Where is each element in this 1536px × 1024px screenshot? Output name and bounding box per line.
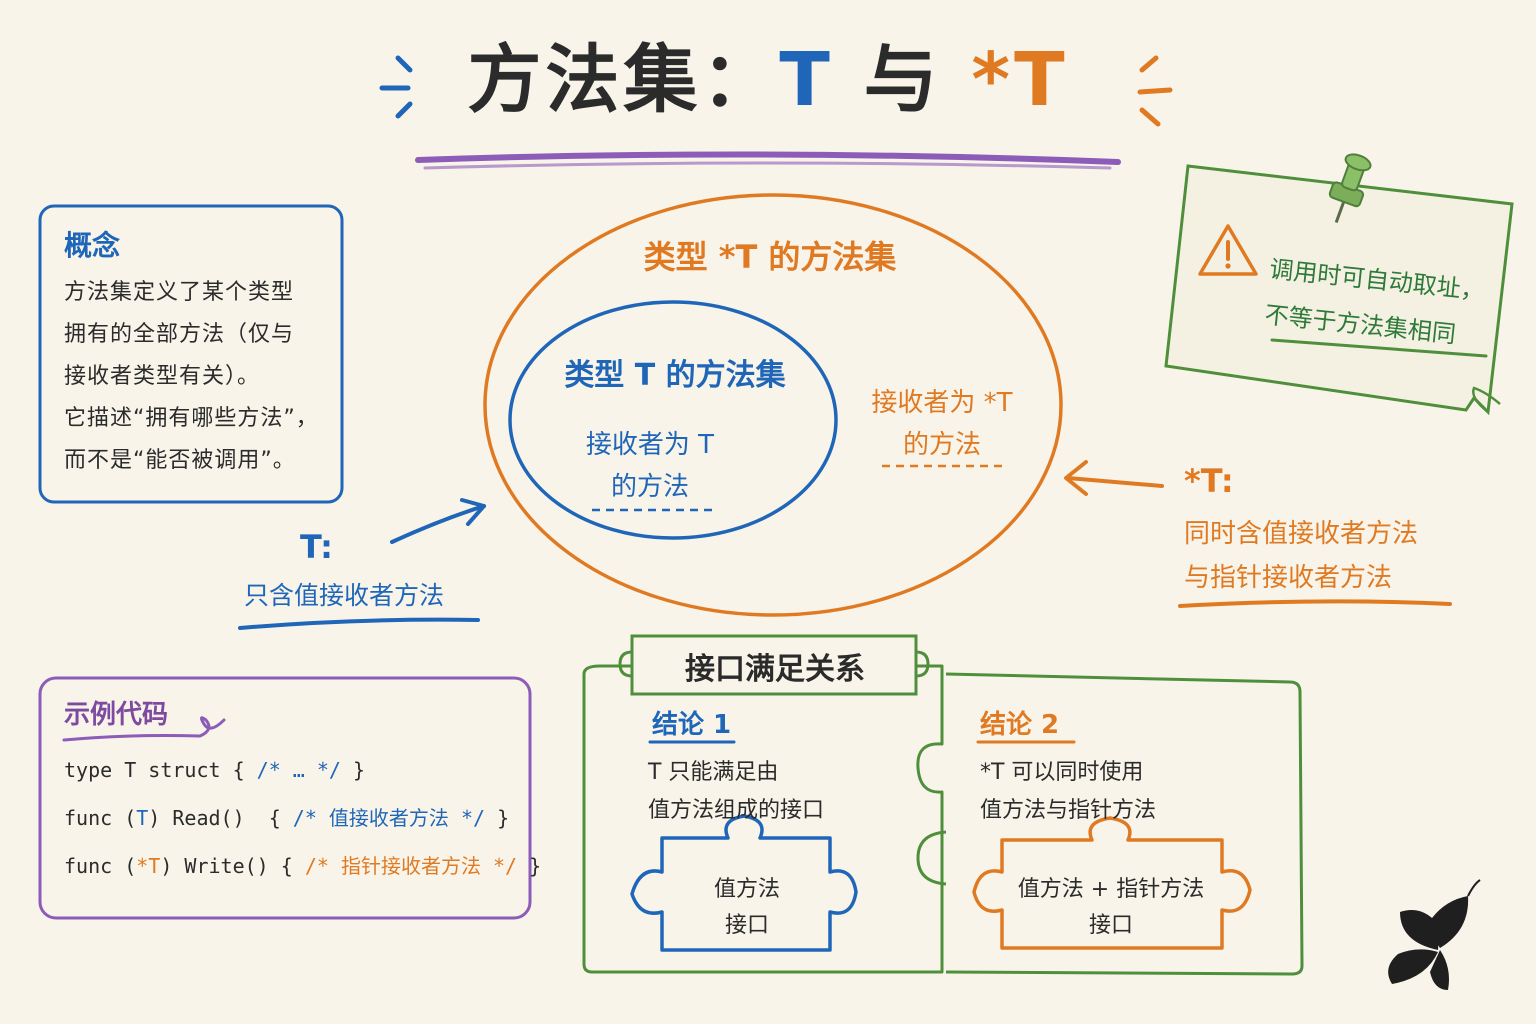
title-main: 方法集： (467, 37, 780, 123)
concept-line: 拥有的全部方法（仅与 (64, 322, 295, 347)
pointer-label-line: 同时含值接收者方法 (1184, 519, 1419, 549)
concept-line: 它描述“拥有哪些方法”， (64, 406, 319, 431)
conclusion-2-heading: 结论 2 (980, 710, 1060, 740)
concept-text: 方法集定义了某个类型 拥有的全部方法（仅与 接收者类型有关）。 它描述“拥有哪些… (64, 272, 334, 482)
concept-card-frame (38, 204, 344, 504)
code-token: func ( (64, 806, 137, 830)
concept-line: 而不是“能否被调用”。 (64, 448, 296, 473)
code-token: func ( (64, 854, 137, 878)
concept-card: 概念 方法集定义了某个类型 拥有的全部方法（仅与 接收者类型有关）。 它描述“拥… (64, 224, 334, 482)
code-token: /* … */ (256, 758, 341, 782)
pointer-label-body: 同时含值接收者方法 与指针接收者方法 (1184, 512, 1418, 600)
code-token: /* 值接收者方法 */ (292, 806, 486, 830)
title-left-sparks (379, 55, 413, 119)
code-line: func (T) Read() { /* 值接收者方法 */ } (64, 794, 524, 842)
pointer-set-desc: 接收者为 *T 的方法 (852, 382, 1032, 466)
value-pointer-interface-label: 值方法 + 指针方法 接口 (1004, 872, 1218, 944)
t-label-head: T: (300, 528, 333, 566)
concept-heading: 概念 (64, 229, 121, 262)
conclusion-2-text: *T 可以同时使用 值方法与指针方法 (980, 754, 1156, 830)
conclusion-1-line: 值方法组成的接口 (648, 798, 825, 823)
example-card-frame (38, 676, 532, 920)
value-set-desc-line: 接收者为 T (585, 430, 715, 460)
concept-line: 接收者类型有关）。 (64, 364, 261, 389)
code-token: T (136, 806, 149, 830)
pointer-set-desc-line: 接收者为 *T (871, 388, 1013, 418)
page-title: 方法集：T 与 *T (0, 30, 1536, 130)
code-token: } (485, 806, 510, 830)
code-token: type T struct { (64, 758, 257, 782)
value-pointer-interface-line: 值方法 + 指针方法 (1017, 877, 1205, 902)
title-yu: 与 (833, 37, 972, 123)
conclusion-2-line: 值方法与指针方法 (980, 798, 1157, 823)
warning-icon (1198, 224, 1258, 276)
value-interface-line: 值方法 (713, 877, 780, 902)
code-token: ) Write() { (160, 854, 305, 878)
title-right-sparks (1137, 55, 1173, 127)
butterfly-logo-icon (1388, 879, 1481, 990)
value-interface-label: 值方法 接口 (672, 872, 822, 944)
pointer-set-desc-line: 的方法 (902, 430, 981, 460)
conclusion-1-heading: 结论 1 (652, 710, 732, 740)
value-pointer-interface-line: 接口 (1088, 913, 1133, 938)
code-line: type T struct { /* … */ } (64, 746, 524, 794)
value-set-desc-line: 的方法 (610, 472, 689, 502)
value-set-desc: 接收者为 T 的方法 (560, 424, 740, 508)
interface-title: 接口满足关系 (685, 652, 865, 687)
conclusion-2-line: *T 可以同时使用 (980, 760, 1144, 785)
code-token: } (517, 854, 542, 878)
code-line: func (*T) Write() { /* 指针接收者方法 */ } (64, 842, 541, 890)
t-label-body: 只含值接收者方法 (244, 581, 445, 610)
value-pointer-interface-puzzle (972, 816, 1252, 950)
pointer-label-line: 与指针接收者方法 (1184, 563, 1393, 593)
value-interface-puzzle (630, 814, 858, 952)
example-heading: 示例代码 (64, 700, 169, 730)
value-interface-line: 接口 (724, 913, 769, 938)
conclusion-1-text: T 只能满足由 值方法组成的接口 (648, 754, 824, 830)
code-token: *T (136, 854, 161, 878)
concept-line: 方法集定义了某个类型 (64, 280, 295, 305)
pointer-arrow-icon (1064, 460, 1164, 496)
sticky-note (1164, 164, 1514, 416)
code-token: } (340, 758, 366, 782)
code-token: ) Read() { (148, 806, 293, 830)
title-pointer-t: *T (971, 37, 1069, 123)
title-underline (415, 151, 1121, 165)
title-t: T (779, 37, 834, 123)
pointer-method-set-ellipse (483, 193, 1063, 617)
t-arrow-icon (390, 498, 486, 544)
pointer-label-head: *T: (1184, 462, 1234, 500)
pushpin-icon (1328, 153, 1372, 224)
pointer-set-title: 类型 *T 的方法集 (643, 238, 897, 276)
value-method-set-ellipse (508, 300, 838, 540)
conclusion-1-line: T 只能满足由 (648, 760, 779, 785)
example-code: type T struct { /* … */ }func (T) Read()… (64, 746, 541, 890)
interface-panels (582, 664, 1304, 976)
code-token: /* 指针接收者方法 */ (304, 854, 518, 878)
interface-title-tab (618, 634, 930, 696)
value-set-title: 类型 T 的方法集 (564, 358, 786, 393)
